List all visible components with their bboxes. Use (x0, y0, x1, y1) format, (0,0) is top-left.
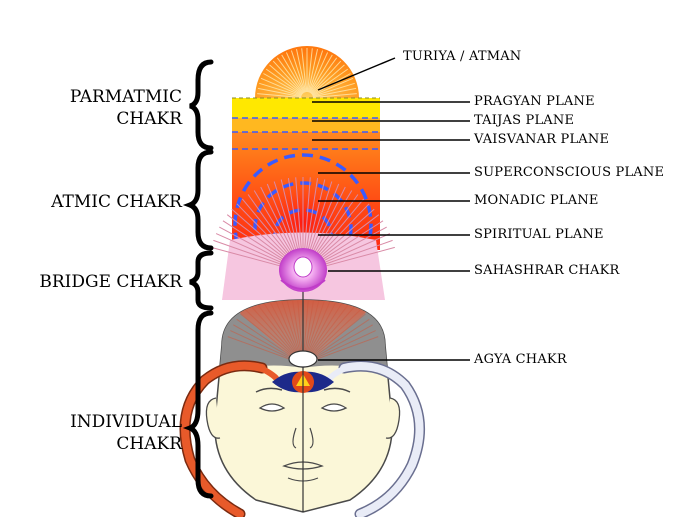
brace-bridge (189, 250, 214, 311)
label-pragyan-plane: PRAGYAN PLANE (474, 94, 595, 109)
group-label-line: CHAKR (116, 434, 182, 454)
left-eye-icon (258, 403, 286, 412)
group-label-parmatmic: PARMATMIC CHAKR (40, 86, 182, 130)
group-label-bridge: BRIDGE CHAKR (20, 271, 182, 293)
group-label-line: PARMATMIC (69, 87, 182, 107)
brace-individual (182, 310, 214, 499)
group-label-line: BRIDGE CHAKR (39, 272, 182, 292)
leader-lines (312, 57, 470, 361)
braces (182, 59, 214, 499)
label-vaisvanar-plane: VAISVANAR PLANE (474, 132, 610, 147)
group-label-line: CHAKR (116, 109, 182, 129)
brace-atmic (182, 149, 214, 251)
brace-parmatmic (189, 59, 214, 151)
label-taijas-plane: TAIJAS PLANE (474, 113, 575, 128)
group-label-individual: INDIVIDUAL CHAKR (40, 411, 182, 455)
sun-turiya-icon (255, 46, 359, 98)
right-eye-icon (320, 403, 348, 412)
group-label-line: ATMIC CHAKR (51, 192, 182, 212)
label-turiya-atman: TURIYA / ATMAN (403, 49, 522, 64)
label-superconscious-plane: SUPERCONSCIOUS PLANE (474, 165, 665, 180)
label-spiritual-plane: SPIRITUAL PLANE (474, 227, 604, 242)
sahashrar-crown-icon (279, 248, 327, 292)
pragyan-band (232, 98, 380, 118)
label-agya-chakr: AGYA CHAKR (474, 352, 567, 367)
agya-oval (288, 350, 318, 368)
group-label-atmic: ATMIC CHAKR (20, 191, 182, 213)
label-sahashrar-chakr: SAHASHRAR CHAKR (474, 263, 620, 278)
plane-dividers (232, 97, 380, 150)
label-monadic-plane: MONADIC PLANE (474, 193, 599, 208)
group-label-line: INDIVIDUAL (70, 412, 182, 432)
